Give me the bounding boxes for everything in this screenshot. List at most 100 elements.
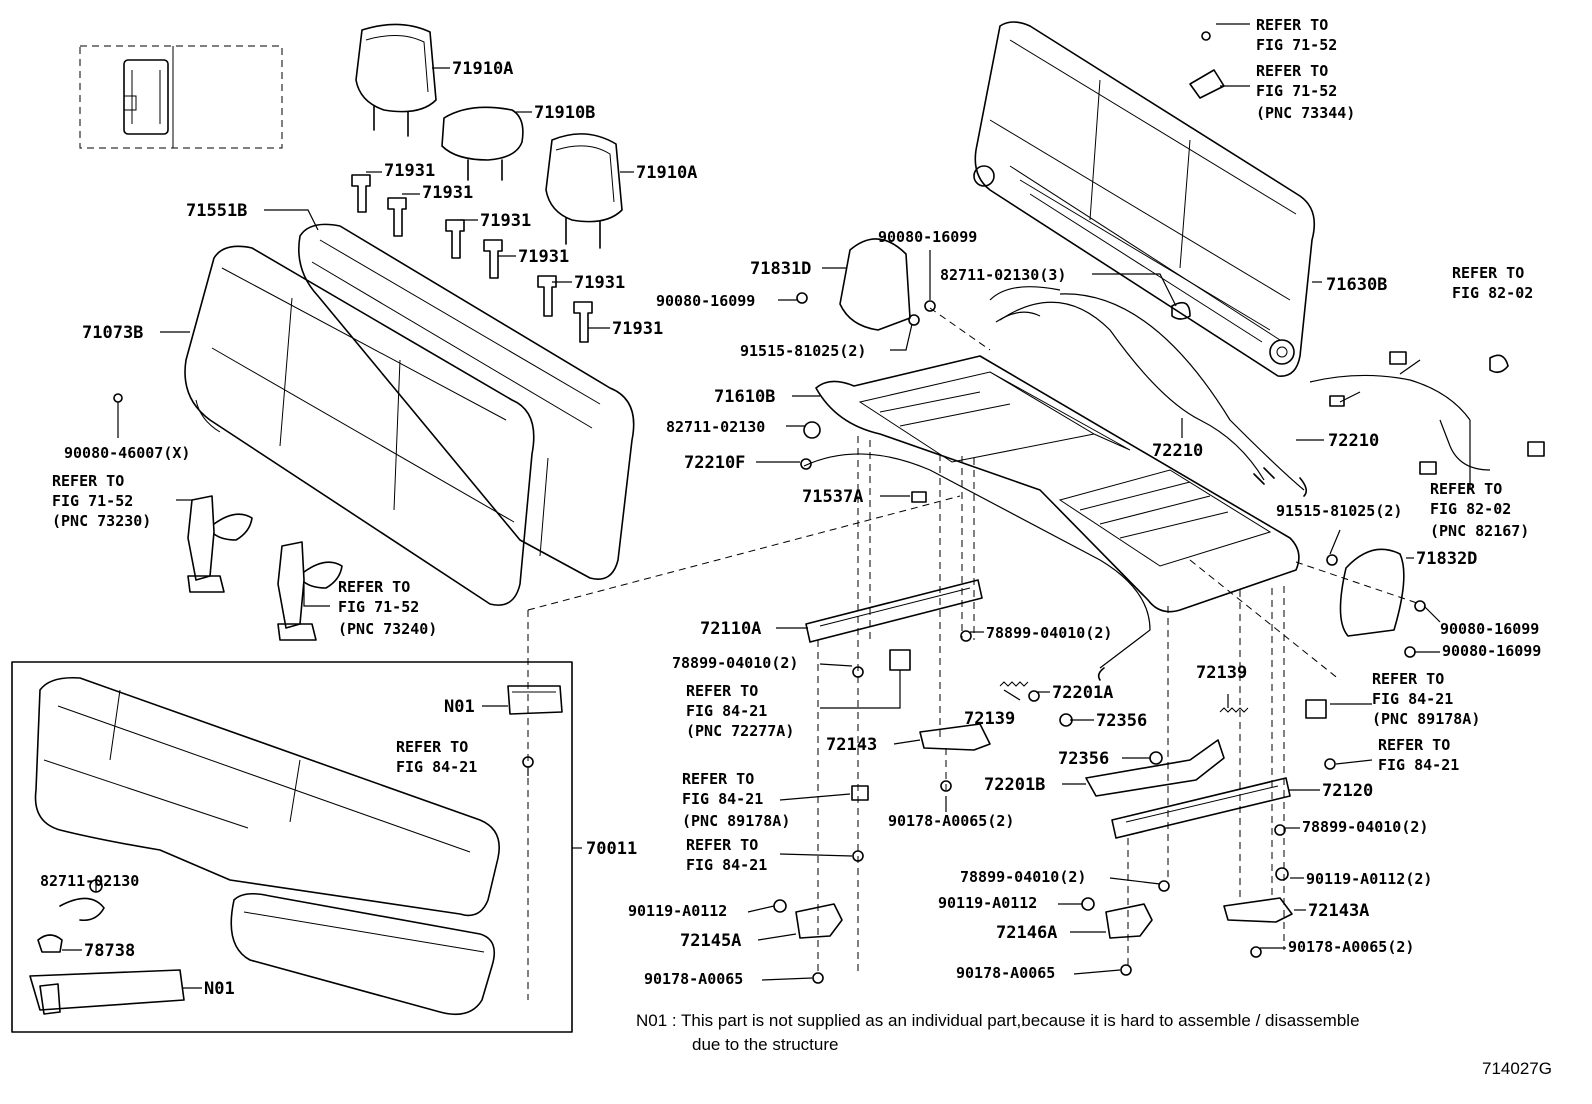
label-72356: 72356 xyxy=(1096,711,1147,731)
ref-text: FIG 82-02 xyxy=(1430,500,1511,518)
label-71931: 71931 xyxy=(574,273,625,293)
ref-text: REFER TO xyxy=(1430,480,1502,498)
label-90080-16099: 90080-16099 xyxy=(1442,642,1541,660)
label-71073B: 71073B xyxy=(82,323,143,343)
label-71931: 71931 xyxy=(422,183,473,203)
ref-text: REFER TO xyxy=(1452,264,1524,282)
ref-text: FIG 84-21 xyxy=(1372,690,1453,708)
footnote-line-2: due to the structure xyxy=(692,1035,838,1054)
label-71931: 71931 xyxy=(612,319,663,339)
label-71831D: 71831D xyxy=(750,259,811,279)
label-72210: 72210 xyxy=(1328,431,1379,451)
ref-text: FIG 84-21 xyxy=(396,758,477,776)
label-N01: N01 xyxy=(204,979,235,999)
ref-text: REFER TO xyxy=(1256,62,1328,80)
ref-text: FIG 71-52 xyxy=(1256,82,1337,100)
label-90080-16099: 90080-16099 xyxy=(878,228,977,246)
label-71931: 71931 xyxy=(384,161,435,181)
label-71910A: 71910A xyxy=(636,163,697,183)
label-72145A: 72145A xyxy=(680,931,741,951)
label-72201B: 72201B xyxy=(984,775,1045,795)
ref-text: (PNC 72277A) xyxy=(686,722,794,740)
headrest-support-set xyxy=(351,174,593,343)
headrest-71910A-right xyxy=(545,133,623,249)
seat-cushion-frame-71610B xyxy=(815,355,1300,613)
label-90119-A0112: 90119-A0112 xyxy=(938,894,1037,912)
label-90178-A0065: 90178-A0065 xyxy=(956,964,1055,982)
label-90119-A0112: 90119-A0112 xyxy=(628,902,727,920)
ref-text: (PNC 89178A) xyxy=(1372,710,1480,728)
bracket-72146A xyxy=(1105,903,1153,939)
ref-text: FIG 82-02 xyxy=(1452,284,1533,302)
ref-text: REFER TO xyxy=(1256,16,1328,34)
seat-track-72120 xyxy=(1111,777,1291,839)
label-90080-16099: 90080-16099 xyxy=(656,292,755,310)
ref-text: FIG 84-21 xyxy=(682,790,763,808)
label-78899-04010: 78899-04010(2) xyxy=(1302,818,1428,836)
release-cable-set xyxy=(803,286,1305,669)
bracket-72143 xyxy=(919,723,991,751)
label-72201A: 72201A xyxy=(1052,683,1113,703)
ref-text: REFER TO xyxy=(1372,670,1444,688)
label-90178-A0065: 90178-A0065 xyxy=(644,970,743,988)
ref-text: FIG 84-21 xyxy=(1378,756,1459,774)
label-71910A: 71910A xyxy=(452,59,513,79)
side-cover-71831D xyxy=(839,238,911,331)
seatback-cover-71073B xyxy=(184,245,535,606)
ref-text: FIG 84-21 xyxy=(686,856,767,874)
wire-harness-82167 xyxy=(1309,351,1545,475)
leader-lines xyxy=(62,23,1471,989)
ref-text: (PNC 82167) xyxy=(1430,522,1529,540)
link-72201B xyxy=(1085,739,1225,797)
label-78899-04010: 78899-04010(2) xyxy=(986,624,1112,642)
label-72110A: 72110A xyxy=(700,619,761,639)
seat-track-72110A xyxy=(805,579,983,643)
ref-text: (PNC 73344) xyxy=(1256,104,1355,122)
ref-text: REFER TO xyxy=(682,770,754,788)
label-72356: 72356 xyxy=(1058,749,1109,769)
seatback-frame-71630B xyxy=(973,21,1316,377)
ref-text: FIG 71-52 xyxy=(52,492,133,510)
label-91515-81025: 91515-81025(2) xyxy=(740,342,866,360)
ref-text: REFER TO xyxy=(52,472,124,490)
label-90119-A0112-2: 90119-A0112(2) xyxy=(1306,870,1432,888)
bracket-72145A xyxy=(795,903,843,939)
headrest-71910B xyxy=(441,106,524,181)
label-71537A: 71537A xyxy=(802,487,863,507)
label-72139: 72139 xyxy=(1196,663,1247,683)
side-cover-71832D xyxy=(1339,548,1405,637)
bracket-72143A xyxy=(1223,897,1293,923)
label-71630B: 71630B xyxy=(1326,275,1387,295)
ref-text: REFER TO xyxy=(338,578,410,596)
figure-code: 714027G xyxy=(1482,1059,1552,1078)
ref-text: (PNC 73230) xyxy=(52,512,151,530)
ref-text: (PNC 73240) xyxy=(338,620,437,638)
label-91515-81025: 91515-81025(2) xyxy=(1276,502,1402,520)
clip-90080-46007 xyxy=(113,393,123,403)
ref-text: REFER TO xyxy=(686,682,758,700)
label-90178-A0065-2: 90178-A0065(2) xyxy=(1288,938,1414,956)
seat-cushion-assembly-inset xyxy=(11,661,573,1033)
label-72139: 72139 xyxy=(964,709,1015,729)
label-72143A: 72143A xyxy=(1308,901,1369,921)
label-N01: N01 xyxy=(444,697,475,717)
label-71931: 71931 xyxy=(518,247,569,267)
label-70011: 70011 xyxy=(586,839,637,859)
spring-72139 xyxy=(999,681,1249,713)
label-90080-46007: 90080-46007(X) xyxy=(64,444,190,462)
seat-belt-buckle-73230 xyxy=(187,495,253,593)
label-71931: 71931 xyxy=(480,211,531,231)
label-71910B: 71910B xyxy=(534,103,595,123)
label-72143: 72143 xyxy=(826,735,877,755)
headrest-71910A-left xyxy=(355,23,437,137)
ref-text: FIG 71-52 xyxy=(1256,36,1337,54)
label-78899-04010: 78899-04010(2) xyxy=(960,868,1086,886)
label-78899-04010: 78899-04010(2) xyxy=(672,654,798,672)
assembly-lines xyxy=(527,307,1421,1000)
label-72210: 72210 xyxy=(1152,441,1203,461)
label-78738: 78738 xyxy=(84,941,135,961)
label-71551B: 71551B xyxy=(186,201,247,221)
ref-text: REFER TO xyxy=(1378,736,1450,754)
footnote-line-1: N01 : This part is not supplied as an in… xyxy=(636,1011,1360,1030)
